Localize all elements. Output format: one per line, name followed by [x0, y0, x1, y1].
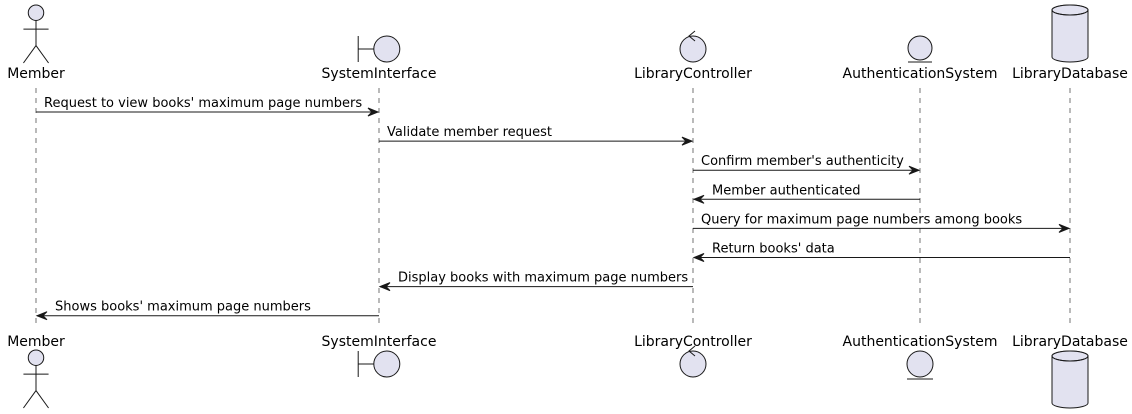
participant-library-database-bottom: LibraryDatabase: [1012, 334, 1128, 409]
database-cylinder-icon: [1051, 350, 1089, 409]
participant-authentication-system-bottom: AuthenticationSystem: [843, 334, 998, 380]
message: Shows books' maximum page numbers: [35, 300, 379, 321]
arrowhead-icon: [378, 282, 391, 292]
message-label: Request to view books' maximum page numb…: [44, 96, 362, 111]
arrowhead-icon: [908, 165, 921, 175]
participant-library-database-top: LibraryDatabase: [1012, 4, 1128, 82]
arrowhead-icon: [367, 107, 380, 117]
entity-icon: [907, 35, 933, 63]
arrowhead-icon: [1058, 223, 1071, 233]
participant-member-top: Member: [7, 4, 65, 82]
participant-library-controller-bottom: LibraryController: [634, 334, 752, 378]
participant-system-interface-top: SystemInterface: [322, 35, 437, 82]
arrowhead-icon: [692, 253, 705, 262]
lifelines: [35, 88, 1071, 328]
participant-library-controller-top: LibraryController: [634, 30, 752, 82]
actor-stick-figure-icon: [23, 349, 49, 409]
participant-name: AuthenticationSystem: [843, 334, 998, 350]
message-label: Query for maximum page numbers among boo…: [701, 212, 1022, 227]
arrowhead-icon: [35, 311, 48, 321]
database-cylinder-icon: [1051, 4, 1089, 63]
actor-stick-figure-icon: [23, 4, 49, 64]
message: Confirm member's authenticity: [693, 154, 921, 175]
message: Return books' data: [692, 242, 1070, 262]
boundary-icon: [357, 35, 401, 63]
messages: Request to view books' maximum page numb…: [35, 96, 1071, 321]
participant-name: LibraryController: [634, 66, 752, 82]
message: Validate member request: [379, 125, 694, 146]
arrowhead-icon: [692, 194, 705, 204]
control-icon: [679, 30, 707, 63]
message: Display books with maximum page numbers: [378, 271, 693, 292]
message: Request to view books' maximum page numb…: [36, 96, 380, 117]
message-label: Return books' data: [712, 242, 835, 257]
message-label: Confirm member's authenticity: [701, 154, 904, 169]
participant-name: LibraryDatabase: [1012, 66, 1128, 82]
participants-bottom: Member SystemInterface LibraryController Au…: [7, 334, 1128, 409]
participant-system-interface-bottom: SystemInterface: [322, 334, 437, 378]
message-label: Validate member request: [387, 125, 552, 140]
participants-top: Member SystemInterface LibraryController Au…: [7, 4, 1128, 82]
participant-name: LibraryDatabase: [1012, 334, 1128, 350]
message-label: Shows books' maximum page numbers: [55, 300, 311, 315]
participant-name: SystemInterface: [322, 66, 437, 82]
control-icon: [679, 345, 707, 378]
entity-icon: [906, 350, 934, 380]
participant-authentication-system-top: AuthenticationSystem: [843, 35, 998, 82]
participant-name: SystemInterface: [322, 334, 437, 350]
boundary-icon: [357, 350, 401, 378]
participant-name: AuthenticationSystem: [843, 66, 998, 82]
message-label: Display books with maximum page numbers: [398, 271, 688, 286]
participant-name: Member: [7, 334, 65, 350]
message: Query for maximum page numbers among boo…: [693, 212, 1071, 233]
participant-member-bottom: Member: [7, 334, 65, 409]
message-label: Member authenticated: [712, 183, 861, 198]
message: Member authenticated: [692, 183, 920, 204]
participant-name: Member: [7, 66, 65, 82]
participant-name: LibraryController: [634, 334, 752, 350]
arrowhead-icon: [681, 136, 694, 146]
